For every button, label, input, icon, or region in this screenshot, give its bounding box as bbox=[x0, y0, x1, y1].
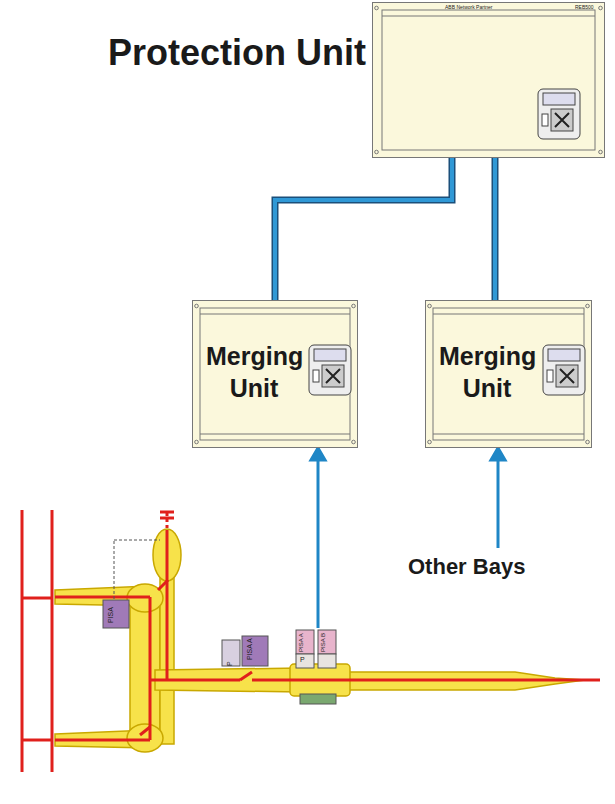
keypad-icon bbox=[308, 344, 352, 396]
sensor-label: PISA B bbox=[320, 633, 326, 652]
sensor-label: P bbox=[226, 661, 233, 666]
sensor-label: P bbox=[300, 656, 305, 663]
protection-unit: Protection Unit bbox=[372, 2, 605, 158]
merging-unit: Merging Unit bbox=[425, 300, 592, 448]
unit-name: Merging Unit bbox=[206, 340, 302, 404]
model-text: REB500 bbox=[575, 5, 594, 10]
sensor-label: PISA bbox=[107, 607, 114, 623]
bus-connector bbox=[275, 158, 452, 300]
keypad-icon bbox=[537, 88, 581, 140]
unit-heading: Protection Unit bbox=[108, 32, 366, 74]
sensor-label: PISA A bbox=[246, 638, 253, 660]
brand-text: ABB Network Partner bbox=[445, 5, 493, 10]
keypad-icon bbox=[542, 344, 586, 396]
sensor-label: PISA A bbox=[298, 633, 304, 652]
merging-unit: Merging Unit bbox=[192, 300, 358, 448]
bus-connector bbox=[495, 158, 496, 300]
source-label: Other Bays bbox=[408, 556, 525, 578]
unit-name: Merging Unit bbox=[439, 340, 535, 404]
